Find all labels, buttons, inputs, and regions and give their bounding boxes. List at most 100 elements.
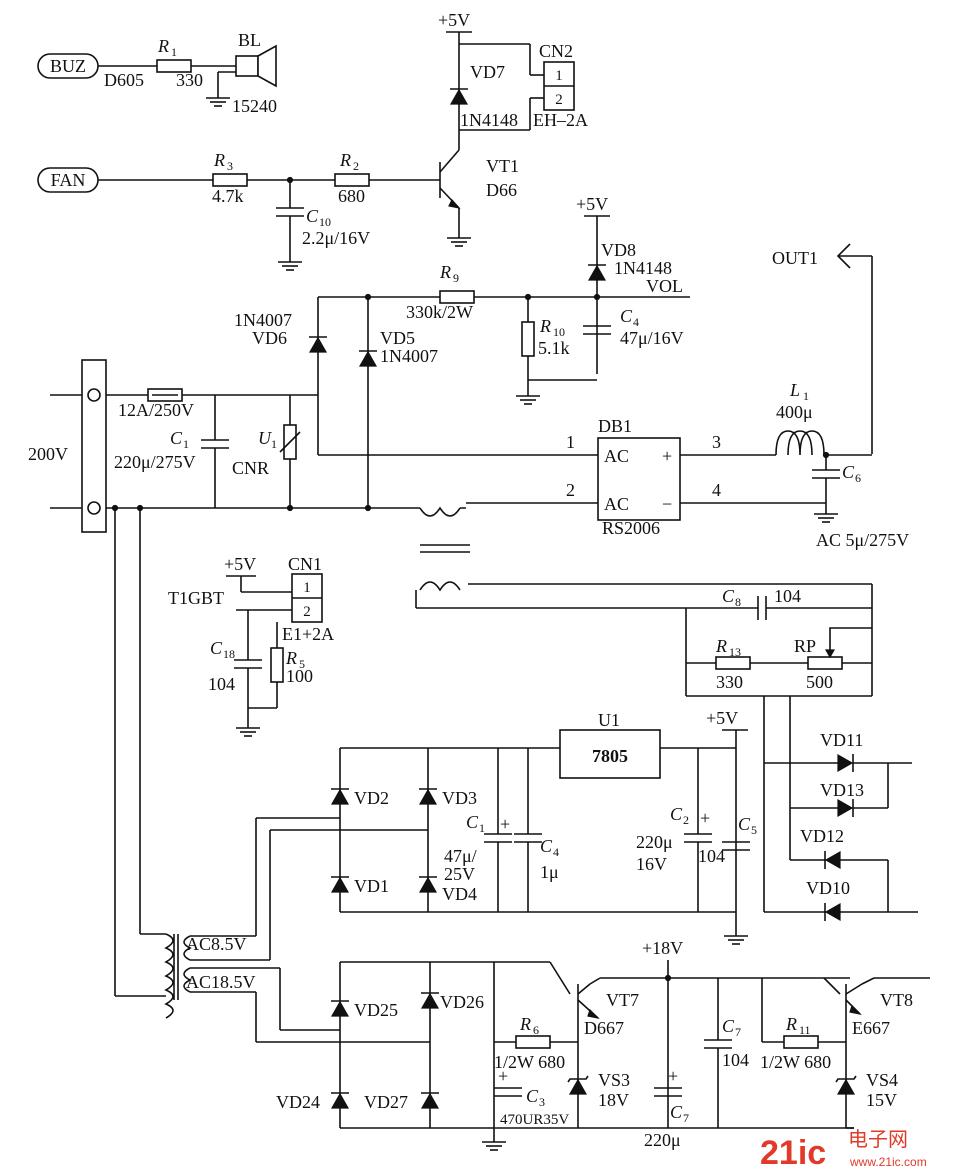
svg-text:1/2W 680: 1/2W 680 [760, 1052, 831, 1072]
svg-text:电子网: 电子网 [848, 1128, 908, 1151]
out1-label: OUT1 [772, 248, 818, 268]
svg-text:AC8.5V: AC8.5V [186, 934, 247, 954]
watermark-logo: 21ic 电子网 www.21ic.com [760, 1128, 927, 1172]
svg-text:1: 1 [303, 580, 311, 596]
svg-text:2: 2 [566, 480, 575, 500]
vd3-diode [418, 788, 438, 805]
vd27-diode [420, 1092, 440, 1109]
svg-text:C: C [210, 638, 223, 658]
svg-text:4: 4 [712, 480, 721, 500]
svg-text:VD1: VD1 [354, 876, 389, 896]
svg-text:R: R [339, 150, 351, 170]
svg-text:U: U [258, 428, 272, 448]
svg-text:7805: 7805 [592, 746, 628, 766]
svg-text:4: 4 [633, 315, 639, 329]
svg-text:+18V: +18V [642, 938, 683, 958]
svg-text:VT8: VT8 [880, 990, 913, 1010]
r3-resistor [212, 173, 248, 187]
vd2-diode [330, 788, 350, 805]
svg-text:3: 3 [712, 432, 721, 452]
svg-text:1N4007: 1N4007 [380, 346, 438, 366]
svg-text:8: 8 [735, 595, 741, 609]
svg-text:AC 5μ/275V: AC 5μ/275V [816, 530, 909, 550]
svg-text:3: 3 [539, 1095, 545, 1109]
svg-text:DB1: DB1 [598, 416, 632, 436]
svg-text:+: + [662, 446, 672, 466]
vd1-diode [330, 876, 350, 893]
18v-supply-section: VD25 VD26 VD24 VD27 + C 3 470UR35V R 6 1… [276, 938, 930, 1151]
vd12-diode [824, 850, 841, 870]
svg-text:1N4148: 1N4148 [460, 110, 518, 130]
svg-text:400μ: 400μ [776, 402, 813, 422]
svg-text:C: C [620, 306, 633, 326]
svg-text:AC: AC [604, 446, 629, 466]
svg-text:R: R [519, 1014, 531, 1034]
r10-resistor [521, 321, 535, 357]
svg-text:EH–2A: EH–2A [533, 110, 588, 130]
svg-text:C: C [722, 1016, 735, 1036]
svg-text:2: 2 [555, 92, 563, 108]
svg-text:1: 1 [566, 432, 575, 452]
svg-text:C: C [738, 814, 751, 834]
vd11-diode [837, 753, 854, 773]
svg-text:104: 104 [208, 674, 235, 694]
svg-text:R: R [439, 262, 451, 282]
svg-text:1μ: 1μ [540, 862, 559, 882]
svg-text:3: 3 [227, 159, 233, 173]
svg-text:5.1k: 5.1k [538, 338, 570, 358]
svg-text:C: C [540, 836, 553, 856]
vd5-diode [358, 350, 378, 367]
svg-text:VD26: VD26 [440, 992, 484, 1012]
svg-text:2: 2 [353, 159, 359, 173]
svg-text:VD24: VD24 [276, 1092, 320, 1112]
voltage-sense-section: +5V VD8 1N4148 VOL R 9 330k/2W R 10 5.1k… [318, 194, 690, 405]
bridge-rectifier-section: DB1 AC AC + − RS2006 1 2 3 4 L 1 400μ C … [466, 380, 909, 550]
svg-text:VD10: VD10 [806, 878, 850, 898]
svg-text:1N4007: 1N4007 [234, 310, 292, 330]
svg-text:VD6: VD6 [252, 328, 287, 348]
svg-text:220μ: 220μ [636, 832, 673, 852]
svg-text:CN2: CN2 [539, 41, 573, 61]
svg-text:C: C [170, 428, 183, 448]
r2-resistor [334, 173, 370, 187]
svg-text:6: 6 [855, 471, 861, 485]
svg-text:12A/250V: 12A/250V [118, 400, 194, 420]
svg-text:+5V: +5V [224, 554, 256, 574]
svg-text:E667: E667 [852, 1018, 890, 1038]
vd13-diode [837, 798, 854, 818]
svg-text:U1: U1 [598, 710, 620, 730]
svg-text:1: 1 [271, 437, 277, 451]
svg-text:C: C [670, 1102, 683, 1122]
svg-text:15240: 15240 [232, 96, 277, 116]
svg-text:4: 4 [553, 845, 559, 859]
svg-text:15V: 15V [866, 1090, 897, 1110]
svg-text:R: R [785, 1014, 797, 1034]
svg-text:VD8: VD8 [601, 240, 636, 260]
svg-text:7: 7 [683, 1111, 689, 1125]
power-transformer: AC8.5V AC18.5V [111, 504, 430, 1043]
db1-bridge [597, 437, 681, 521]
5v-supply-section: VD2 VD1 VD3 VD4 + C 1 47μ/ 25V C 4 1μ U1… [330, 708, 757, 945]
vd24-diode [330, 1092, 350, 1109]
svg-text:330: 330 [176, 70, 203, 90]
svg-text:104: 104 [722, 1050, 749, 1070]
vd6-diode [308, 336, 328, 353]
svg-text:C: C [526, 1086, 539, 1106]
svg-text:R: R [213, 150, 225, 170]
out1-section: OUT1 [772, 243, 873, 454]
svg-text:E1+2A: E1+2A [282, 624, 334, 644]
svg-text:VD27: VD27 [364, 1092, 408, 1112]
svg-text:C: C [842, 462, 855, 482]
svg-text:47μ/: 47μ/ [444, 846, 477, 866]
svg-text:+5V: +5V [576, 194, 608, 214]
svg-text:18V: 18V [598, 1090, 629, 1110]
clamp-diodes: VD11 VD13 VD12 VD10 [763, 696, 918, 922]
svg-text:16V: 16V [636, 854, 667, 874]
buz-label: BUZ [50, 56, 86, 76]
feedback-network: C 8 104 R 13 330 RP 500 [686, 586, 872, 697]
svg-text:+: + [498, 1066, 508, 1086]
svg-text:1: 1 [171, 45, 177, 59]
fan-drive-section: +5V 1 2 CN2 EH–2A VD7 1N4148 VT1 D66 FAN [37, 10, 588, 271]
